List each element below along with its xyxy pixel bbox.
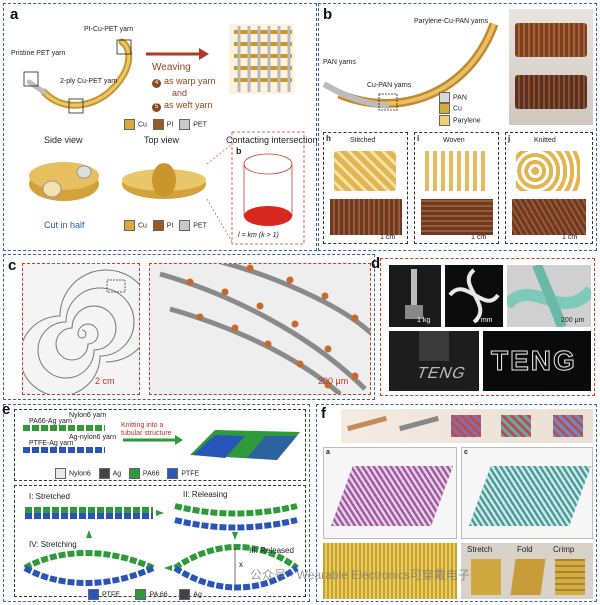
label-pan: PAN yarns [323, 59, 356, 66]
photo-embroidery-machine: TENG [389, 331, 479, 391]
label-contacting: Contacting intersection [226, 135, 318, 145]
label-sub-b: b [236, 146, 242, 156]
f-photo-gold-fabric [323, 543, 457, 599]
panel-b-legend: PAN Cu Parylene [439, 92, 481, 126]
photo-spiral-zoom: 200 μm [149, 263, 371, 395]
label-side-view: Side view [44, 135, 83, 145]
subpanel-e-top: Nylon6 yarn PA66-Ag yarn Ag-nylon6 yarn … [14, 409, 306, 481]
label-cupan: Cu-PAN yarns [367, 82, 412, 89]
photo-teng-text: TENG [483, 331, 591, 391]
photo-coiled-yarn [509, 9, 593, 125]
subpanel-e-cycle: I: Stretched II: Releasing III: Released… [14, 485, 306, 597]
panel-e: e Nylon6 yarn PA66-Ag yarn Ag-nylon6 yar… [2, 401, 310, 602]
subpanel-stitched: h Stitched 1 cm [323, 132, 408, 244]
f-fabric-right: c [461, 447, 593, 539]
panel-e-legend-2: PTFE PA 66 Ag [88, 589, 202, 600]
subpanel-woven: i Woven 1 cm [414, 132, 499, 244]
panel-a-label: a [10, 6, 19, 23]
label-and: and [172, 88, 188, 98]
panel-d: d 1 kg 1 mm 200 μm TENG TENG [371, 255, 595, 396]
panel-d-label: d [371, 255, 381, 272]
panel-f: f a c Stretch Fold Crimp [316, 404, 597, 602]
panel-a-legend-1: Cu PI PET [124, 119, 207, 130]
label-formula: l = km (k > 1) [238, 232, 279, 239]
subpanel-knitted: j Knitted 1 cm [505, 132, 593, 244]
label-2ply: 2-ply Cu-PET yarn [60, 78, 118, 85]
panel-a: a [3, 3, 318, 251]
panel-b-drawing [322, 22, 499, 111]
photo-weight: 1 kg [389, 265, 441, 327]
panel-b: b Parylene-Cu-PAN yarns PAN yarns Cu-PAN… [318, 3, 597, 251]
photo-spiral: 2 cm [22, 263, 140, 395]
label-top-view: Top view [144, 135, 180, 145]
f-process-strip [341, 409, 593, 443]
photo-sem-knot: 200 μm [507, 265, 591, 327]
photo-knot: 1 mm [445, 265, 503, 327]
panel-e-label: e [2, 401, 11, 418]
label-cut-half: Cut in half [44, 220, 85, 230]
label-pristine-pet: Pristine PET yarn [11, 50, 66, 57]
panel-f-label: f [321, 405, 326, 422]
label-parylene: Parylene-Cu-PAN yarns [414, 18, 489, 25]
label-pi-cu-pet: PI-Cu-PET yarn [84, 26, 134, 33]
panel-b-label: b [323, 6, 333, 23]
panel-c-label: c [8, 257, 17, 274]
label-weaving: Weaving [152, 62, 191, 73]
watermark: 公众号 · Wearable Electronics可穿戴电子 [250, 568, 470, 582]
f-fabric-left: a [323, 447, 457, 539]
f-photo-deformations: Stretch Fold Crimp [461, 543, 593, 599]
panel-a-drawing [23, 24, 305, 245]
panel-c: c 2 cm 200 μm [3, 254, 375, 400]
panel-e-legend-1: Nylon6 Ag PA66 PTFE [55, 468, 199, 479]
panel-a-legend-2: Cu PI PET [124, 220, 207, 231]
